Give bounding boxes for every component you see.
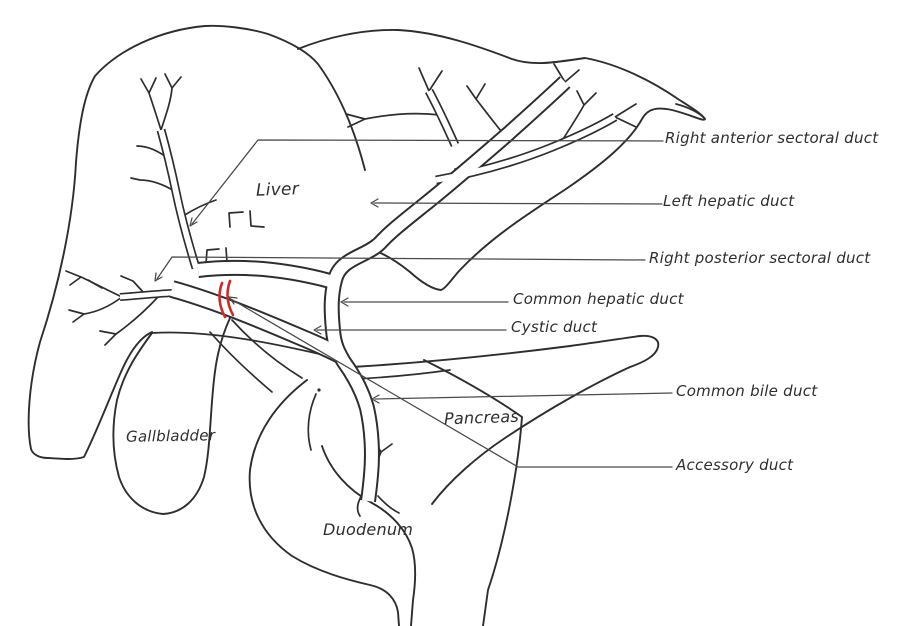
red-clip-marks: [218, 279, 235, 319]
leader-right-anterior-sectoral-duct: [189, 139, 664, 227]
leader-left-hepatic-duct: [370, 198, 663, 208]
label-pancreas: Pancreas: [443, 406, 520, 429]
liver-outline: [27, 24, 706, 460]
leader-common-bile-duct: [371, 392, 673, 404]
gallbladder-outline: [112, 317, 231, 515]
right-posterior-sectoral-tree: [65, 270, 159, 346]
label-accessory-duct: Accessory duct: [676, 456, 794, 474]
hook-mark: [228, 211, 244, 228]
arrowhead-icon: [228, 296, 238, 305]
label-duodenum: Duodenum: [323, 520, 414, 539]
label-cystic-duct: Cystic duct: [511, 318, 598, 336]
label-right-posterior-sectoral-duct: Right posterior sectoral duct: [649, 249, 871, 267]
arrowhead-icon: [370, 198, 379, 208]
label-right-anterior-sectoral-duct: Right anterior sectoral duct: [665, 129, 879, 147]
leader-common-hepatic-duct: [340, 297, 509, 307]
right-anterior-sectoral-tree: [130, 73, 265, 265]
hook-mark: [249, 210, 265, 228]
leader-accessory-duct: [228, 296, 673, 468]
label-common-hepatic-duct: Common hepatic duct: [513, 290, 684, 308]
label-gallbladder: Gallbladder: [125, 426, 216, 446]
arrowhead-icon: [154, 272, 163, 282]
label-liver: Liver: [255, 179, 300, 201]
arrowhead-icon: [371, 394, 380, 404]
hook-mark: [205, 248, 220, 265]
leader-cystic-duct: [313, 325, 507, 335]
arrowhead-icon: [313, 325, 322, 335]
label-left-hepatic-duct: Left hepatic duct: [663, 192, 795, 210]
label-common-bile-duct: Common bile duct: [676, 382, 818, 400]
arrowhead-icon: [340, 297, 349, 307]
leader-right-posterior-sectoral-duct: [154, 256, 646, 282]
arrowhead-icon: [189, 217, 198, 227]
